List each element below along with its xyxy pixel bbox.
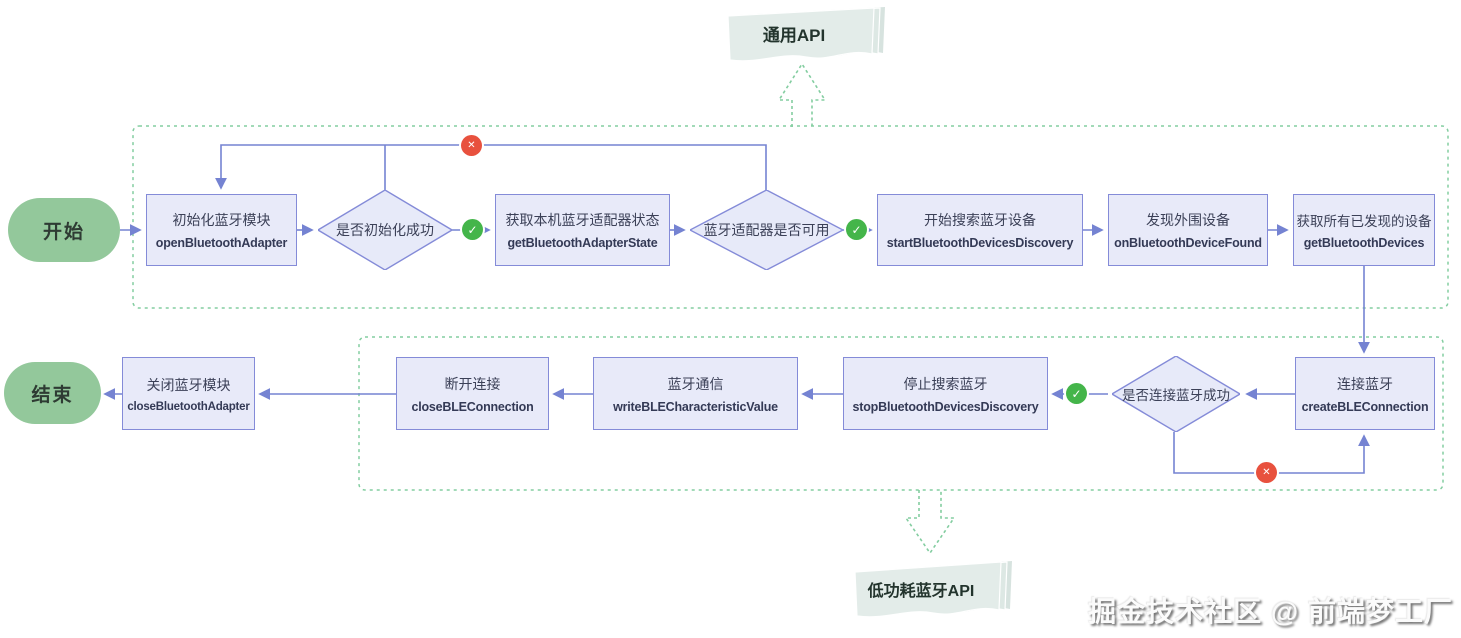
node-title: 开始搜索蓝牙设备 <box>924 212 1036 228</box>
node-api: getBluetoothAdapterState <box>507 236 658 250</box>
node-title: 初始化蓝牙模块 <box>172 212 271 228</box>
note-link-arrows <box>777 62 956 555</box>
node-api: getBluetoothDevices <box>1303 236 1425 250</box>
decision-init-success: 是否初始化成功 <box>318 190 452 270</box>
node-title: 停止搜索蓝牙 <box>903 375 988 392</box>
node-title: 发现外围设备 <box>1146 212 1230 228</box>
common-api-container <box>132 125 1449 309</box>
arrow-down-ble-api <box>904 490 956 555</box>
diamond-shape <box>690 190 843 270</box>
node-get-devices: 获取所有已发现的设备 getBluetoothDevices <box>1293 194 1435 266</box>
node-title: 蓝牙通信 <box>667 375 724 392</box>
success-glyph: ✓ <box>1071 386 1082 401</box>
node-api: writeBLECharacteristicValue <box>613 399 778 414</box>
failure-glyph: ✕ <box>1262 467 1271 478</box>
node-title: 断开连接 <box>444 375 501 392</box>
ble-api-note: 低功耗蓝牙API <box>853 560 1013 626</box>
success-glyph: ✓ <box>467 222 478 237</box>
ble-api-label: 低功耗蓝牙API <box>867 583 975 600</box>
node-api: createBLEConnection <box>1301 399 1429 414</box>
success-icon: ✓ <box>1066 383 1087 404</box>
node-start-discovery: 开始搜索蓝牙设备 startBluetoothDevicesDiscovery <box>877 194 1083 266</box>
node-get-adapter-state: 获取本机蓝牙适配器状态 getBluetoothAdapterState <box>495 194 670 266</box>
decision-label: 是否初始化成功 <box>336 222 434 238</box>
retry-loop-top <box>215 144 767 190</box>
failure-icon: ✕ <box>461 135 482 156</box>
success-glyph: ✓ <box>851 222 862 237</box>
common-api-label: 通用API <box>762 25 826 45</box>
node-api: onBluetoothDeviceFound <box>1114 236 1262 250</box>
node-title: 获取所有已发现的设备 <box>1296 214 1432 229</box>
node-create-connection: 连接蓝牙 createBLEConnection <box>1295 357 1435 430</box>
stacked-paper-icon <box>854 561 1012 618</box>
node-open-bluetooth-adapter: 初始化蓝牙模块 openBluetoothAdapter <box>146 194 297 266</box>
watermark-text: 掘金技术社区 @ 前端梦工厂 <box>1088 596 1453 627</box>
failure-glyph: ✕ <box>467 140 476 151</box>
decision-adapter-available: 蓝牙适配器是否可用 <box>690 190 843 270</box>
node-api: startBluetoothDevicesDiscovery <box>886 236 1074 250</box>
node-close-adapter: 关闭蓝牙模块 closeBluetoothAdapter <box>122 357 255 430</box>
common-api-note: 通用API <box>726 6 886 70</box>
node-close-connection: 断开连接 closeBLEConnection <box>396 357 549 430</box>
node-title: 关闭蓝牙模块 <box>146 376 231 393</box>
failure-icon: ✕ <box>1256 462 1277 483</box>
node-api: stopBluetoothDevicesDiscovery <box>852 399 1039 414</box>
decision-label: 蓝牙适配器是否可用 <box>703 222 830 238</box>
decision-label: 是否连接蓝牙成功 <box>1122 388 1230 403</box>
node-title: 获取本机蓝牙适配器状态 <box>505 212 660 228</box>
decision-connect-success: 是否连接蓝牙成功 <box>1112 356 1240 432</box>
success-icon: ✓ <box>462 219 483 240</box>
node-title: 连接蓝牙 <box>1337 375 1393 392</box>
node-device-found: 发现外围设备 onBluetoothDeviceFound <box>1108 194 1268 266</box>
node-api: closeBluetoothAdapter <box>127 400 250 413</box>
start-terminal: 开始 <box>8 198 120 262</box>
node-api: openBluetoothAdapter <box>155 236 288 250</box>
api-group-containers <box>132 125 1449 491</box>
arrow-up-common-api <box>777 62 827 127</box>
node-stop-discovery: 停止搜索蓝牙 stopBluetoothDevicesDiscovery <box>843 357 1048 430</box>
diamond-shape <box>318 190 452 270</box>
end-terminal: 结束 <box>4 362 101 424</box>
diamond-shape <box>1112 356 1240 432</box>
success-icon: ✓ <box>846 219 867 240</box>
node-ble-write: 蓝牙通信 writeBLECharacteristicValue <box>593 357 798 430</box>
node-api: closeBLEConnection <box>411 399 534 414</box>
stacked-paper-icon <box>727 7 885 62</box>
